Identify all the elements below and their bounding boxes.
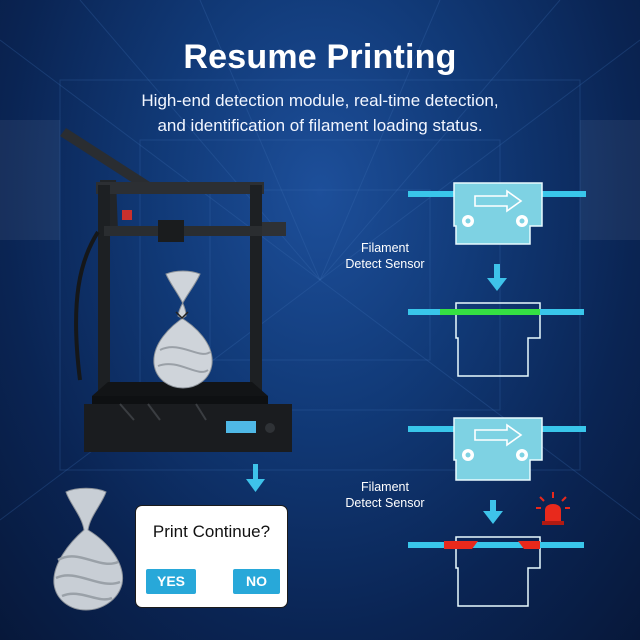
sensor-label-bottom: Filament Detect Sensor: [320, 479, 450, 511]
sensor-label-top: Filament Detect Sensor: [320, 240, 450, 272]
yes-button[interactable]: YES: [146, 569, 196, 594]
no-button[interactable]: NO: [233, 569, 280, 594]
page-subtitle: High-end detection module, real-time det…: [0, 88, 640, 138]
subtitle-line-2: and identification of filament loading s…: [157, 116, 483, 135]
page-title: Resume Printing: [183, 38, 457, 76]
sensor-label-line1: Filament: [361, 241, 409, 255]
sensor-label-line2: Detect Sensor: [345, 496, 425, 510]
sensor-label-line1: Filament: [361, 480, 409, 494]
subtitle-line-1: High-end detection module, real-time det…: [141, 91, 499, 110]
print-continue-dialog: Print Continue? YES NO: [135, 505, 288, 608]
sensor-label-line2: Detect Sensor: [345, 257, 425, 271]
dialog-title: Print Continue?: [152, 522, 271, 541]
